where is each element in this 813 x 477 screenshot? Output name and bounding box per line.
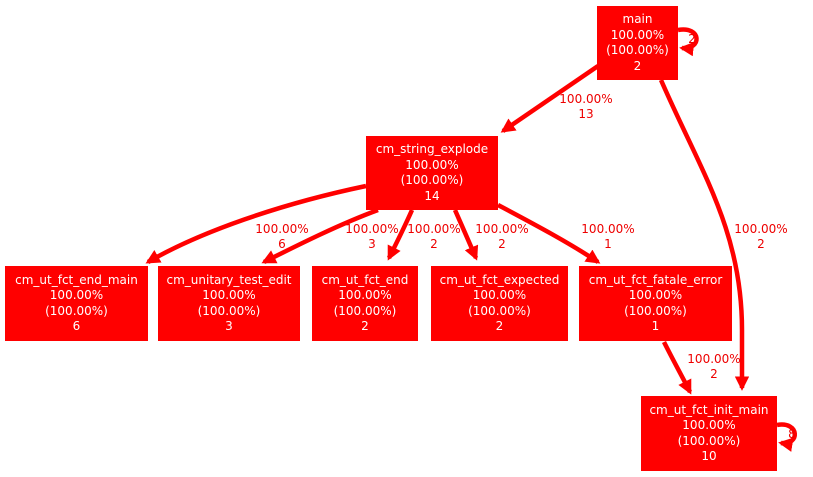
edge-label-explode-fatale: 100.00% 1 (578, 222, 638, 252)
node-main[interactable]: main 100.00% (100.00%) 2 (597, 6, 678, 80)
edge-percent: 100.00% (559, 92, 613, 106)
node-percent-total: (100.00%) (197, 303, 261, 318)
edge-percent: 100.00% (581, 222, 635, 236)
edge-explode-to-unitary (261, 207, 379, 265)
node-percent: 100.00% (338, 288, 392, 302)
node-cm-ut-fct-end-main[interactable]: cm_ut_fct_end_main 100.00% (100.00%) 6 (5, 266, 148, 341)
edge-calls: 2 (757, 237, 765, 251)
node-percent: 100.00% (628, 288, 683, 302)
edge-calls: 13 (578, 107, 594, 121)
node-calls: 14 (424, 188, 440, 203)
node-name: cm_ut_fct_init_main (649, 402, 769, 417)
node-calls: 1 (651, 319, 660, 333)
edge-explode-to-fct-end (386, 209, 415, 261)
node-cm-string-explode[interactable]: cm_string_explode 100.00% (100.00%) 14 (366, 136, 498, 210)
edge-percent: 100.00% (255, 222, 309, 236)
edge-main-to-explode (500, 64, 600, 133)
node-name: cm_ut_fct_end (321, 272, 409, 287)
node-name: cm_ut_fct_end_main (15, 272, 138, 287)
edge-label-explode-expected: 100.00% 2 (472, 222, 532, 252)
node-calls: 2 (633, 58, 642, 73)
edge-calls: 2 (710, 367, 718, 381)
edge-label-main-explode: 100.00% 13 (556, 92, 616, 122)
edge-percent: 100.00% (407, 222, 461, 236)
node-percent-total: (100.00%) (400, 173, 464, 187)
edge-label-init-self: 8 (786, 427, 798, 442)
edge-calls: 6 (278, 237, 286, 251)
edge-calls: 2 (430, 237, 438, 251)
node-calls: 6 (72, 319, 81, 333)
node-percent-total: (100.00%) (606, 43, 669, 57)
edge-calls: 3 (368, 237, 376, 251)
node-name: cm_ut_fct_expected (439, 272, 560, 287)
edge-percent: 100.00% (345, 222, 399, 236)
node-name: cm_ut_fct_fatale_error (588, 272, 723, 287)
edge-explode-to-expected (452, 209, 479, 261)
node-percent: 100.00% (202, 288, 256, 302)
node-percent: 100.00% (49, 288, 104, 302)
node-calls: 3 (225, 319, 233, 333)
node-cm-ut-fct-expected[interactable]: cm_ut_fct_expected 100.00% (100.00%) 2 (431, 266, 568, 341)
edge-init-self-loop (776, 422, 797, 452)
edge-label-explode-unitary: 100.00% 3 (342, 222, 402, 252)
node-cm-ut-fct-end[interactable]: cm_ut_fct_end 100.00% (100.00%) 2 (312, 266, 418, 341)
edge-label-explode-fctend: 100.00% 2 (404, 222, 464, 252)
node-calls: 10 (701, 449, 717, 463)
edge-calls: 8 (788, 427, 796, 441)
node-percent: 100.00% (610, 27, 665, 42)
edge-main-to-init-main (658, 79, 750, 391)
edge-label-main-self: 2 (686, 32, 698, 47)
node-name: main (622, 12, 653, 26)
node-cm-unitary-test-edit[interactable]: cm_unitary_test_edit 100.00% (100.00%) 3 (158, 266, 300, 341)
edge-calls: 2 (688, 32, 696, 46)
node-percent: 100.00% (472, 288, 527, 302)
edge-label-main-init: 100.00% 2 (731, 222, 791, 252)
node-name: cm_string_explode (375, 142, 489, 156)
node-percent-total: (100.00%) (45, 303, 108, 318)
node-calls: 2 (495, 319, 504, 333)
node-cm-ut-fct-fatale-error[interactable]: cm_ut_fct_fatale_error 100.00% (100.00%)… (579, 266, 732, 341)
edge-calls: 1 (604, 237, 612, 251)
edge-label-explode-endmain: 100.00% 6 (252, 222, 312, 252)
node-name: cm_unitary_test_edit (166, 272, 292, 287)
edge-percent: 100.00% (475, 222, 529, 236)
edge-fatale-to-init-main (661, 340, 693, 395)
node-cm-ut-fct-init-main[interactable]: cm_ut_fct_init_main 100.00% (100.00%) 10 (641, 396, 777, 471)
edge-percent: 100.00% (687, 352, 741, 366)
node-calls: 2 (361, 319, 369, 333)
edge-explode-to-end-main (145, 183, 367, 264)
edge-main-self-loop (677, 27, 699, 57)
node-percent: 100.00% (682, 418, 736, 432)
node-percent-total: (100.00%) (333, 303, 397, 318)
node-percent-total: (100.00%) (624, 303, 687, 318)
node-percent: 100.00% (405, 157, 459, 172)
edge-explode-to-fatale (496, 203, 601, 264)
node-percent-total: (100.00%) (468, 303, 531, 318)
edge-percent: 100.00% (734, 222, 788, 236)
edge-calls: 2 (498, 237, 506, 251)
node-percent-total: (100.00%) (677, 433, 741, 448)
edge-label-fatale-init: 100.00% 2 (684, 352, 744, 382)
